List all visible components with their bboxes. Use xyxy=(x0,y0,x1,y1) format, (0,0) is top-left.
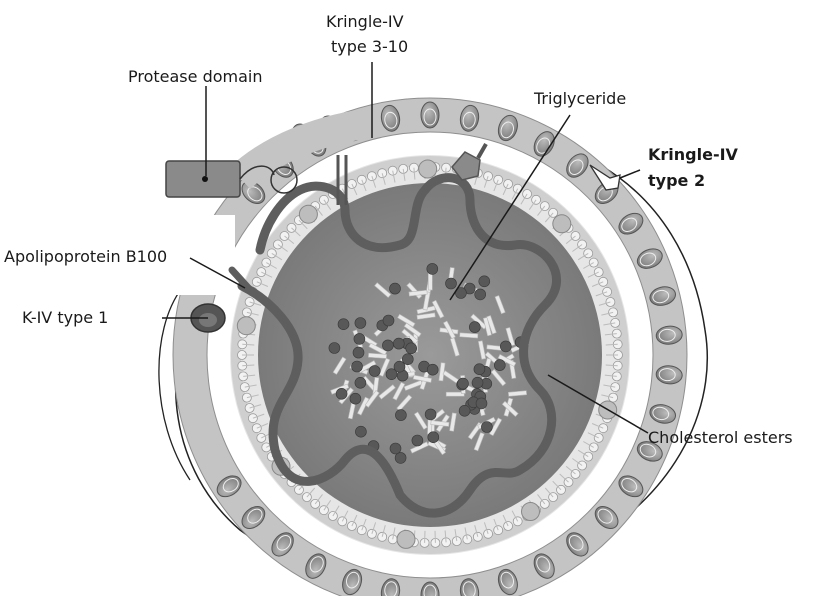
triglyceride-dot xyxy=(350,393,361,404)
triglyceride-dot xyxy=(354,333,365,344)
triglyceride-dot xyxy=(500,341,511,352)
triglyceride-dot xyxy=(393,338,404,349)
triglyceride-dot xyxy=(353,347,364,358)
lipid-stick xyxy=(368,353,386,358)
label-apolipoprotein-b100: Apolipoprotein B100 xyxy=(4,247,167,266)
label-kringle-3-10-line2: type 3-10 xyxy=(331,37,408,56)
triglyceride-dot xyxy=(479,276,490,287)
label-kiv-type-1: K-IV type 1 xyxy=(22,308,108,327)
triglyceride-dot xyxy=(427,364,438,375)
leader-kringle-2 xyxy=(620,170,640,178)
lipid-stick xyxy=(460,333,478,338)
triglyceride-dot xyxy=(446,278,457,289)
lipid-tail xyxy=(242,365,254,366)
label-kringle-2-line1: Kringle-IV xyxy=(648,145,739,164)
label-cholesterol-esters: Cholesterol esters xyxy=(648,428,793,447)
triglyceride-dot xyxy=(394,361,405,372)
triglyceride-dot xyxy=(382,340,393,351)
triglyceride-dot xyxy=(383,315,394,326)
surface-globe xyxy=(237,317,255,335)
kringle-bead xyxy=(421,102,439,128)
lipid-tail xyxy=(606,365,618,366)
triglyceride-dot xyxy=(336,388,347,399)
label-kringle-2-line2: type 2 xyxy=(648,171,705,190)
triglyceride-dot xyxy=(425,409,436,420)
triglyceride-dot xyxy=(369,366,380,377)
particle-core xyxy=(230,155,630,555)
triglyceride-dot xyxy=(472,377,483,388)
triglyceride-dot xyxy=(481,422,492,433)
triglyceride-dot xyxy=(338,319,349,330)
label-protease-domain: Protease domain xyxy=(128,67,263,86)
lipid-stick xyxy=(428,272,432,290)
triglyceride-dot xyxy=(474,364,485,375)
lipid-tail xyxy=(606,344,618,345)
triglyceride-dot xyxy=(390,283,401,294)
triglyceride-dot xyxy=(406,343,417,354)
surface-globe xyxy=(397,530,415,548)
triglyceride-dot xyxy=(475,289,486,300)
protease-marker xyxy=(202,176,208,182)
triglyceride-dot xyxy=(355,426,366,437)
triglyceride-dot xyxy=(458,378,469,389)
kiv-type-1-inner xyxy=(199,313,217,327)
label-triglyceride: Triglyceride xyxy=(533,89,626,108)
triglyceride-dot xyxy=(352,361,363,372)
pentagon-stalk xyxy=(478,144,486,158)
triglyceride-dot xyxy=(412,435,423,446)
label-kringle-3-10-line1: Kringle-IV xyxy=(326,12,404,31)
surface-globe xyxy=(522,503,540,521)
band-gap xyxy=(165,215,235,295)
surface-globe xyxy=(299,205,317,223)
lipid-tail xyxy=(242,344,254,345)
triglyceride-dot xyxy=(459,405,470,416)
triglyceride-dot xyxy=(494,360,505,371)
triglyceride-dot xyxy=(390,443,401,454)
triglyceride-dot xyxy=(427,263,438,274)
triglyceride-dot xyxy=(469,322,480,333)
triglyceride-dot xyxy=(355,377,366,388)
triglyceride-dot xyxy=(395,410,406,421)
triglyceride-dot xyxy=(329,343,340,354)
triglyceride-dot xyxy=(428,432,439,443)
triglyceride-dot xyxy=(476,398,487,409)
surface-globe xyxy=(419,160,437,178)
triglyceride-dot xyxy=(355,318,366,329)
surface-globe xyxy=(553,215,571,233)
